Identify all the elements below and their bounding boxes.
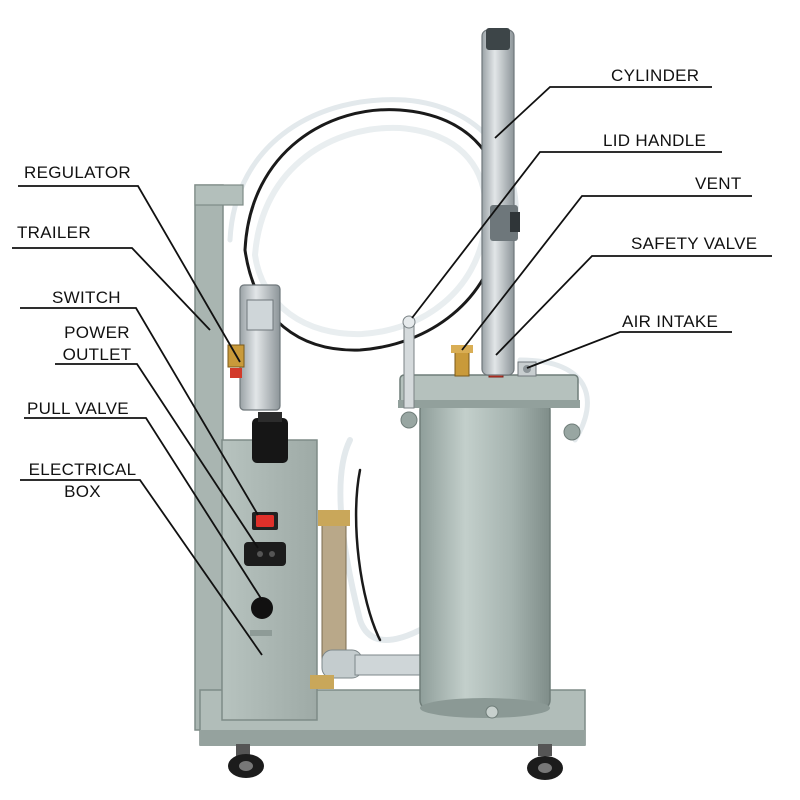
tank-body <box>419 399 551 711</box>
wheel-left <box>228 744 264 778</box>
label-safety-valve: SAFETY VALVE <box>631 234 758 253</box>
leader-power-outlet <box>55 363 259 549</box>
electrical-box <box>221 439 318 721</box>
regulator-knob <box>252 418 288 463</box>
leader-lid-handle <box>411 151 722 319</box>
vertical-pipe <box>321 519 347 661</box>
air-intake <box>517 361 537 377</box>
power-outlet <box>244 542 286 566</box>
pull-valve-knob <box>251 597 273 619</box>
leader-safety-valve <box>495 255 772 356</box>
leader-cylinder <box>494 86 712 139</box>
label-electrical-box: ELECTRICAL BOX <box>20 459 145 503</box>
label-electrical-box-line2: BOX <box>64 482 101 501</box>
cylinder <box>481 28 520 376</box>
frame-top-bracket <box>194 184 244 206</box>
switch-rocker <box>256 515 274 527</box>
base-lip <box>200 730 585 746</box>
leader-vent <box>461 195 752 351</box>
label-cylinder: CYLINDER <box>611 66 700 85</box>
label-switch: SWITCH <box>52 288 121 307</box>
pressure-tank <box>398 374 581 719</box>
label-pull-valve: PULL VALVE <box>27 399 129 418</box>
label-power-outlet-line1: POWER <box>64 323 130 342</box>
wheel-right <box>527 744 563 780</box>
leader-electrical-box <box>20 479 263 656</box>
leader-regulator <box>18 185 241 363</box>
label-air-intake: AIR INTAKE <box>622 312 719 331</box>
leader-trailer <box>12 247 211 331</box>
label-trailer: TRAILER <box>17 223 91 242</box>
leader-switch <box>20 307 259 516</box>
lid-handle <box>402 315 416 409</box>
label-regulator: REGULATOR <box>24 163 131 182</box>
piping <box>310 510 426 689</box>
leader-pull-valve <box>24 417 263 601</box>
leader-lines <box>12 86 772 656</box>
wheels <box>228 744 563 780</box>
label-vent: VENT <box>695 174 742 193</box>
leader-air-intake <box>526 331 732 369</box>
label-power-outlet-line2: OUTLET <box>62 345 132 364</box>
regulator-assembly <box>227 284 288 463</box>
label-lid-handle: LID HANDLE <box>603 131 707 150</box>
label-power-outlet: POWER OUTLET <box>52 322 142 366</box>
label-electrical-box-line1: ELECTRICAL <box>28 460 137 479</box>
